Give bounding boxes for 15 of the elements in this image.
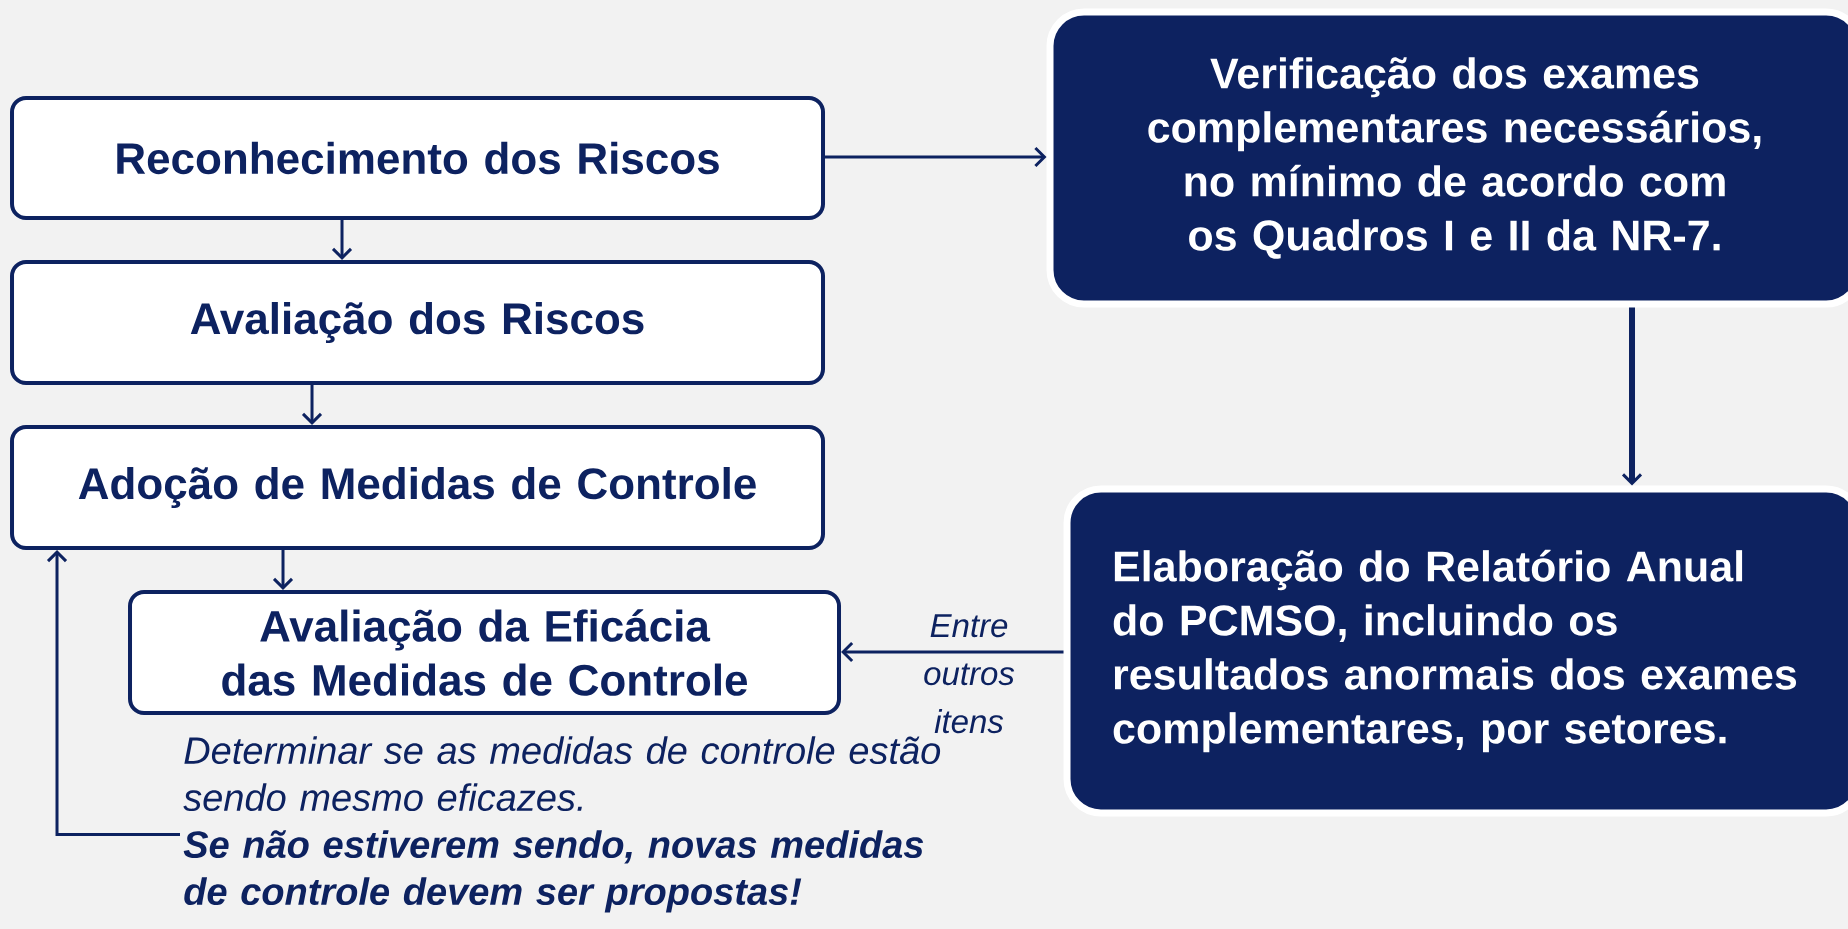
info-box: Verificação dos exames complementares necessários, no mínimo de acordo com os Quadros I e II da NR-7. — [1046, 8, 1848, 308]
proc-box: Avaliação da Eficácia das Medidas de Controle — [128, 590, 841, 715]
note-text: Determinar se as medidas de controle estão sendo mesmo eficazes. Se não estiverem sendo, novas medidas de controle devem ser propostas! — [183, 736, 941, 913]
arrow — [331, 220, 353, 260]
arrow — [301, 385, 323, 425]
proc-box: Avaliação dos Riscos — [10, 260, 825, 385]
arrow — [272, 550, 294, 590]
proc-box: Adoção de Medidas de Controle — [10, 425, 825, 550]
arrow — [825, 146, 1047, 168]
arrow — [46, 550, 180, 836]
proc-box: Reconhecimento dos Riscos — [10, 96, 825, 220]
arrow — [841, 641, 1064, 663]
info-box: Elaboração do Relatório Anual do PCMSO, incluindo os resultados anormais dos exames complementares, por setores. — [1063, 485, 1848, 817]
edge-label: Entre outros itens — [924, 614, 1015, 734]
arrow — [1621, 307, 1643, 486]
